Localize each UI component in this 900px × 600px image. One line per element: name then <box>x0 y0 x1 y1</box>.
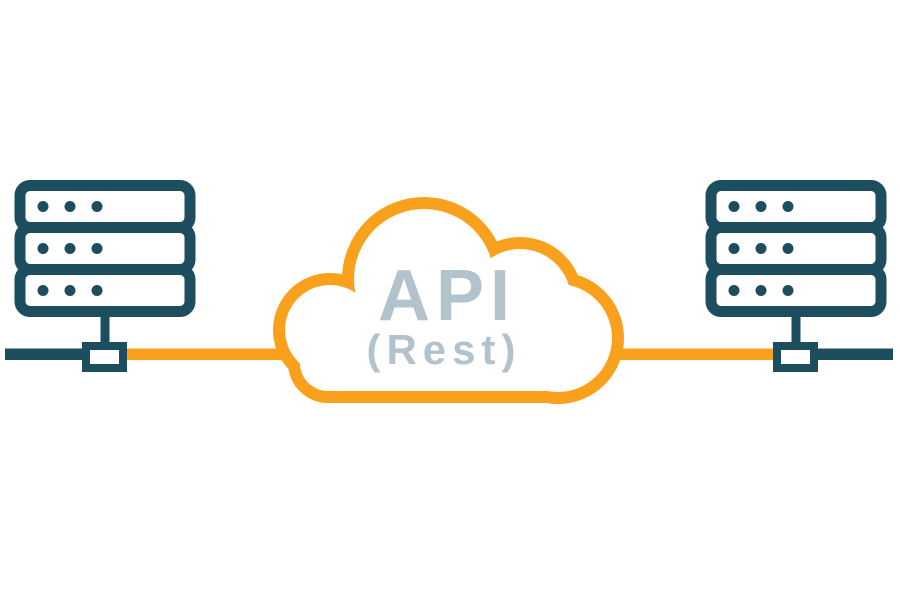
link-left-orange <box>123 348 283 360</box>
link-right-teal <box>814 348 893 360</box>
server-left-icon <box>20 186 190 369</box>
cloud-subtitle: (Rest) <box>366 326 521 373</box>
link-right-orange <box>612 348 777 360</box>
cloud-title: API <box>378 256 516 336</box>
cloud-icon: API (Rest) <box>273 197 624 404</box>
server-right-icon <box>711 186 881 369</box>
connection-lines <box>5 348 893 360</box>
cloud-body <box>285 209 612 392</box>
link-left-teal <box>5 348 86 360</box>
